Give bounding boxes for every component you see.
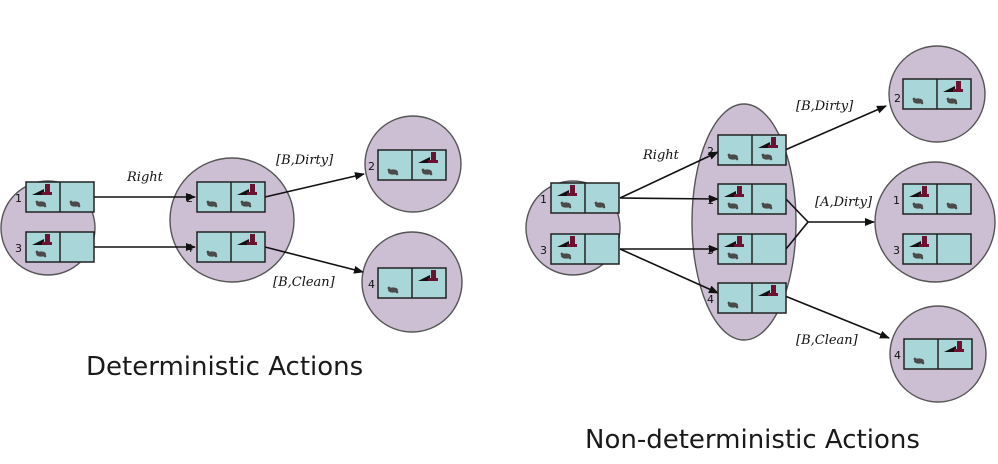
edge-b-dirty-left <box>264 172 365 198</box>
caption-non-deterministic-actions: Non-deterministic Actions <box>585 425 920 455</box>
vacuum-icon <box>758 137 778 148</box>
state-number: 1 <box>15 192 22 205</box>
edge-b-clean-right <box>784 295 890 339</box>
state-number: 3 <box>707 244 714 257</box>
dirt-icon <box>69 200 81 208</box>
vacuum-state-2 <box>902 78 972 110</box>
vacuum-state-4 <box>377 267 447 299</box>
caption-deterministic-actions: Deterministic Actions <box>86 352 364 382</box>
vacuum-icon <box>237 234 257 245</box>
vacuum-icon <box>758 285 778 296</box>
vacuum-icon <box>943 81 963 92</box>
state-number: 4 <box>368 278 375 291</box>
vacuum-icon <box>237 184 257 195</box>
vacuum-state-4 <box>196 231 266 263</box>
dirt-icon <box>240 200 252 208</box>
dirt-icon <box>727 252 739 260</box>
vacuum-state-1 <box>25 181 95 213</box>
vacuum-icon <box>418 152 438 163</box>
vacuum-state-3 <box>902 233 972 265</box>
dirt-icon <box>913 357 925 365</box>
label-b-clean-right: [B,Clean] <box>796 333 859 348</box>
dirt-icon <box>35 200 47 208</box>
dirt-icon <box>206 200 218 208</box>
dirt-icon <box>761 202 773 210</box>
dirt-icon <box>387 286 399 294</box>
vacuum-icon <box>909 236 929 247</box>
label-b-dirty-right: [B,Dirty] <box>796 99 854 114</box>
state-number: 1 <box>707 194 714 207</box>
vacuum-icon <box>32 184 52 195</box>
edge-b-clean-left <box>264 246 364 274</box>
dirt-icon <box>912 202 924 210</box>
label-b-clean-left: [B,Clean] <box>273 275 336 290</box>
vacuum-state-3 <box>25 231 95 263</box>
edge-right-3-to-4r <box>619 248 719 294</box>
vacuum-icon <box>724 186 744 197</box>
dirt-icon <box>946 97 958 105</box>
state-number: 4 <box>186 242 193 255</box>
state-number: 3 <box>540 244 547 257</box>
state-number: 4 <box>707 293 714 306</box>
vacuum-state-2 <box>717 134 787 166</box>
vacuum-icon <box>557 185 577 196</box>
vacuum-icon <box>418 270 438 281</box>
edge-right-1-to-2r <box>619 151 719 199</box>
label-b-dirty-left: [B,Dirty] <box>276 153 334 168</box>
state-number: 2 <box>186 192 193 205</box>
vacuum-state-1 <box>550 182 620 214</box>
dirt-icon <box>727 202 739 210</box>
vacuum-icon <box>944 341 964 352</box>
vacuum-state-3 <box>550 233 620 265</box>
vacuum-icon <box>724 236 744 247</box>
edge-right-1-to-1r <box>619 194 719 203</box>
belief-set-after-right-left <box>169 157 295 283</box>
dirt-icon <box>727 153 739 161</box>
state-number: 3 <box>893 244 900 257</box>
vacuum-icon <box>909 186 929 197</box>
state-number: 4 <box>894 349 901 362</box>
state-number: 2 <box>894 92 901 105</box>
dirt-icon <box>912 97 924 105</box>
vacuum-icon <box>557 236 577 247</box>
vacuum-state-1 <box>717 183 787 215</box>
state-number: 1 <box>540 193 547 206</box>
dirt-icon <box>946 202 958 210</box>
state-number: 1 <box>893 194 900 207</box>
vacuum-state-3 <box>717 233 787 265</box>
vacuum-state-1 <box>902 183 972 215</box>
vacuum-state-4 <box>717 282 787 314</box>
dirt-icon <box>421 168 433 176</box>
label-right-right: Right <box>642 148 680 163</box>
dirt-icon <box>560 201 572 209</box>
dirt-icon <box>594 201 606 209</box>
label-right-left: Right <box>126 170 164 185</box>
state-boxes <box>25 78 973 370</box>
vacuum-state-2 <box>377 149 447 181</box>
state-number: 2 <box>707 145 714 158</box>
dirt-icon <box>727 301 739 309</box>
vacuum-icon <box>32 234 52 245</box>
label-a-dirty-right: [A,Dirty] <box>815 195 873 210</box>
dirt-icon <box>206 250 218 258</box>
dirt-icon <box>35 250 47 258</box>
state-number: 3 <box>15 242 22 255</box>
dirt-icon <box>912 252 924 260</box>
dirt-icon <box>560 252 572 260</box>
dirt-icon <box>761 153 773 161</box>
vacuum-state-2 <box>196 181 266 213</box>
dirt-icon <box>387 168 399 176</box>
vacuum-state-4 <box>903 338 973 370</box>
edge-b-dirty-right <box>784 105 887 151</box>
state-number: 2 <box>368 160 375 173</box>
